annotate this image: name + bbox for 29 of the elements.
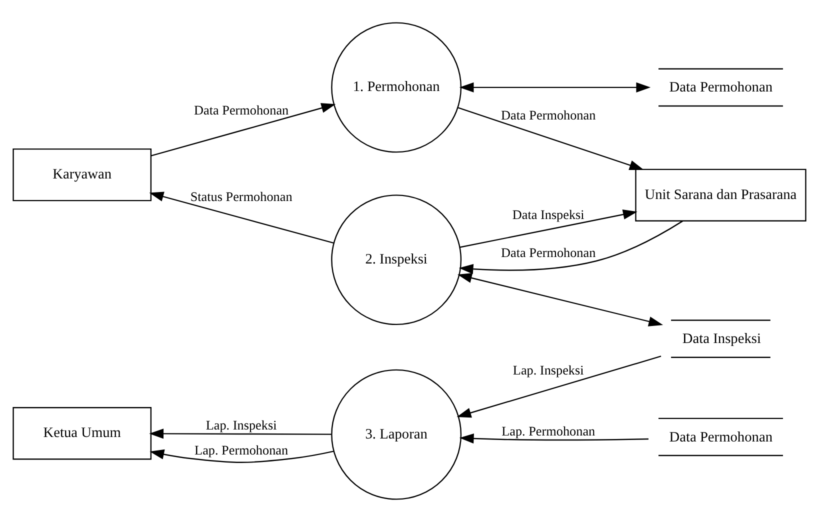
node-box: Karyawan xyxy=(12,148,152,202)
edge-label: Lap. Permohonan xyxy=(502,424,596,439)
edge-label: Data Inspeksi xyxy=(512,206,584,222)
edge-label: Data Permohonan xyxy=(501,108,596,123)
arrow xyxy=(150,449,334,463)
edge-label: Lap. Permohonan xyxy=(194,442,288,458)
edge-label: Data Permohonan xyxy=(501,245,596,260)
node-circle: 2. Inspeksi xyxy=(331,194,462,326)
arrow xyxy=(149,192,334,244)
edge-label: Lap. Inspeksi xyxy=(206,418,277,433)
arrow xyxy=(459,82,651,92)
arrow xyxy=(150,103,336,156)
node-text: Data Permohonan xyxy=(669,80,773,96)
node-text: Data Permohonan xyxy=(669,429,773,446)
node-circle: 1. Permohonan xyxy=(331,22,462,153)
node-circle: 3. Laporan xyxy=(331,369,462,500)
node-box: Unit Sarana dan Prasarana xyxy=(635,168,806,222)
arrow xyxy=(460,210,638,248)
arrow xyxy=(458,220,683,274)
arrow xyxy=(459,434,648,444)
arrow xyxy=(457,273,664,326)
arrow xyxy=(149,428,332,439)
arrow xyxy=(456,356,662,418)
edge-label: Data Permohonan xyxy=(194,102,289,118)
arrow xyxy=(458,107,644,170)
edge-label: Status Permohonan xyxy=(190,188,292,204)
node-box: Ketua Umum xyxy=(12,407,152,460)
edge-label: Lap. Inspeksi xyxy=(512,362,584,378)
node-text: Data Inspeksi xyxy=(682,331,761,348)
